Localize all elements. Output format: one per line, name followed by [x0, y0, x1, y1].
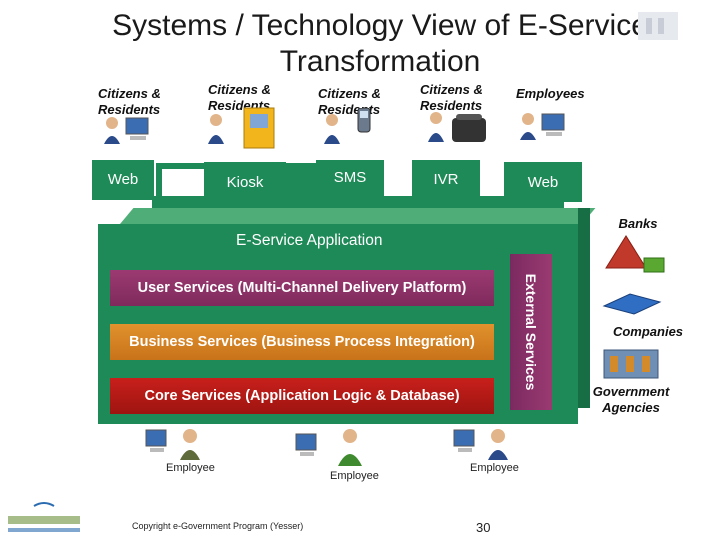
- application-label: E-Service Application: [236, 232, 383, 249]
- banks-label: Banks: [618, 216, 658, 231]
- program-logo-icon: [638, 12, 678, 40]
- channel-sms-box: SMS: [316, 160, 384, 200]
- user-mobile-phone-icon: [324, 108, 371, 144]
- government-building-icon: [603, 349, 659, 379]
- actor-label-employees: Employees: [516, 86, 585, 101]
- channel-web-box: Web: [92, 160, 154, 200]
- user-computer-icon: [104, 117, 149, 144]
- employee-computer-icon: [145, 429, 200, 460]
- core-services-layer: Core Services (Application Logic & Datab…: [110, 378, 494, 414]
- bank-icon: [605, 235, 665, 273]
- external-services-bar: External Services: [510, 254, 552, 410]
- actor-label-citizens-web: Citizens & Residents: [98, 86, 161, 117]
- application-slab-top: [120, 208, 596, 224]
- employee-computer-icon: [295, 429, 362, 466]
- external-services-label: External Services: [523, 273, 539, 391]
- employee-label: Employee: [166, 462, 215, 474]
- application-slab-side: [578, 208, 590, 408]
- government-agencies-label: Government Agencies: [592, 384, 670, 415]
- employee-label: Employee: [470, 462, 519, 474]
- channel-connector: [156, 163, 162, 213]
- yesser-logo-icon: [8, 502, 80, 532]
- companies-label: Companies: [612, 324, 684, 339]
- employee-computer-icon: [453, 429, 508, 460]
- copyright-text: Copyright e-Government Program (Yesser): [132, 521, 304, 531]
- employee-computer-icon: [520, 113, 565, 140]
- user-services-layer: User Services (Multi-Channel Delivery Pl…: [110, 270, 494, 306]
- user-kiosk-icon: [208, 107, 275, 149]
- page-title: Systems / Technology View of E-Service T…: [112, 9, 648, 78]
- channel-web-box: Web: [504, 162, 582, 202]
- employee-label: Employee: [330, 470, 379, 482]
- page-number: 30: [476, 520, 491, 535]
- channel-kiosk-box: Kiosk: [204, 162, 286, 202]
- company-building-icon: [602, 293, 662, 315]
- channel-ivr-box: IVR: [412, 160, 480, 200]
- business-services-layer: Business Services (Business Process Inte…: [110, 324, 494, 360]
- actor-label-citizens-ivr: Citizens & Residents: [420, 82, 483, 113]
- channel-connector: [156, 163, 218, 169]
- user-telephone-icon: [428, 112, 486, 142]
